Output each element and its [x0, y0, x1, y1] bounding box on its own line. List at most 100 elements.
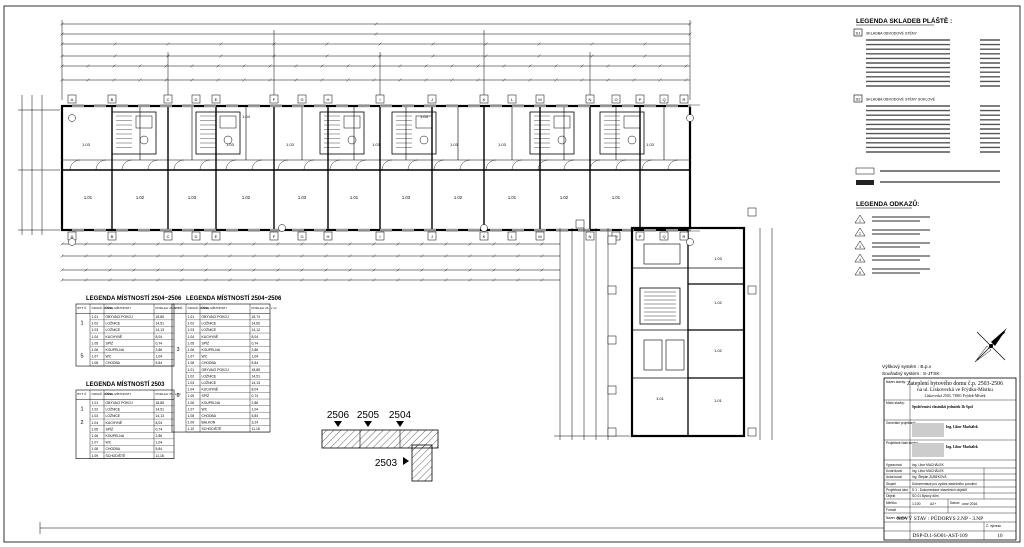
room-label: 1.03: [402, 195, 411, 200]
svg-text:Objekt: Objekt: [886, 494, 895, 498]
svg-text:2505: 2505: [357, 410, 380, 421]
key-plan: 2506 2505 2504 2503: [321, 410, 439, 482]
room-table-2503: LEGENDA MÍSTNOSTÍ 2503 BYT Č.OZNAČ. MÍST…: [75, 380, 181, 459]
table-cell: WC: [106, 441, 112, 445]
svg-text:P: P: [639, 97, 642, 102]
table-cell: KUCHYNĚ: [202, 334, 219, 339]
table-cell: 18,74: [252, 315, 261, 319]
table-cell: SPÍŽ: [106, 426, 114, 431]
axis-marker: [607, 335, 617, 345]
svg-text:Ing. Libor MACHÁLEK: Ing. Libor MACHÁLEK: [912, 469, 945, 473]
svg-text:SKLADBA OBVODOVÉ STĚNY SOKLOVÉ: SKLADBA OBVODOVÉ STĚNY SOKLOVÉ: [866, 97, 936, 102]
svg-text:J: J: [431, 97, 433, 102]
table-cell: 1.06: [92, 348, 99, 352]
table-cell: 8,04: [252, 335, 259, 339]
table-cell: CHODBA: [106, 447, 121, 451]
table-cell: 5,84: [252, 361, 259, 365]
axis-marker: [479, 231, 489, 241]
table-cell: 1,04: [156, 441, 163, 445]
table-cell: 11,18: [252, 427, 260, 431]
svg-text:LEGENDA MÍSTNOSTÍ 2504~2506: LEGENDA MÍSTNOSTÍ 2504~2506: [86, 294, 182, 302]
table-cell: CHODBA: [202, 414, 217, 418]
table-cell: 2,86: [156, 434, 163, 438]
svg-text:Projektová část: Projektová část: [886, 488, 908, 492]
room-table-2504-right: LEGENDA MÍSTNOSTÍ 2504~2506 BYT Č.OZNAČ.…: [171, 294, 282, 433]
axis-marker: [163, 94, 173, 104]
table-cell: 1.02: [92, 322, 99, 326]
svg-text:Ing. Libor MACHÁLEK: Ing. Libor MACHÁLEK: [912, 463, 945, 467]
table-cell: OBÝVACÍ POKOJ: [202, 368, 230, 372]
axis-marker: [747, 285, 757, 295]
table-cell: WC: [202, 407, 208, 411]
axis-marker: [607, 235, 617, 245]
svg-text:C: C: [167, 97, 170, 102]
table-cell: 1.03: [188, 328, 195, 332]
table-cell: 5,84: [156, 447, 163, 451]
table-cell: 14,60: [252, 322, 261, 326]
svg-text:4: 4: [859, 258, 861, 262]
svg-text:Autorizoval: Autorizoval: [886, 475, 902, 479]
table-cell: 1.04: [92, 335, 99, 339]
room-label: 1.04: [420, 114, 429, 119]
svg-text:E: E: [215, 234, 218, 239]
room-label: 1.03: [188, 195, 197, 200]
svg-text:Q: Q: [662, 97, 665, 102]
table-cell: 2,86: [252, 348, 259, 352]
svg-text:A: A: [71, 97, 74, 102]
svg-text:Datum: Datum: [950, 501, 960, 505]
table-cell: 0,74: [156, 341, 163, 345]
svg-text:B: B: [111, 97, 114, 102]
svg-text:M: M: [538, 97, 541, 102]
svg-text:Společenství vlastníků jednote: Společenství vlastníků jednotek 3b Spol: [912, 404, 973, 409]
room-label: 1.02: [454, 195, 463, 200]
table-cell: 1.05: [92, 427, 99, 431]
table-cell: KOUPELNA: [202, 401, 221, 405]
reference-marker: [854, 214, 866, 224]
table-cell: KOUPELNA: [202, 348, 221, 352]
svg-text:F: F: [273, 97, 276, 102]
table-cell: LOŽNICE: [106, 413, 121, 418]
table-cell: 3: [176, 347, 179, 353]
svg-text:D: D: [195, 234, 198, 239]
room-label: 1.03: [450, 142, 459, 147]
axis-marker: [427, 231, 437, 241]
axis-marker: [635, 231, 645, 241]
table-cell: SPÍŽ: [202, 340, 210, 345]
table-cell: LOŽNICE: [202, 321, 217, 326]
svg-text:Název stavby:: Název stavby:: [886, 380, 906, 384]
svg-text:E: E: [215, 97, 218, 102]
svg-text:Lískovecká 2503, 73801 Frýdek-: Lískovecká 2503, 73801 Frýdek-Místek: [925, 394, 986, 399]
room-label: 1.01: [84, 195, 93, 200]
svg-text:S2: S2: [856, 97, 862, 102]
table-cell: SPÍŽ: [106, 340, 114, 345]
axis-marker: [297, 94, 307, 104]
table-cell: LOŽNICE: [202, 327, 217, 332]
svg-text:R: R: [683, 97, 686, 102]
table-header: BYT Č.: [78, 305, 88, 310]
axis-marker: [585, 94, 595, 104]
svg-text:Q: Q: [662, 234, 665, 239]
table-cell: 1.03: [92, 328, 99, 332]
svg-text:O: O: [614, 97, 617, 102]
table-cell: 5,84: [252, 414, 259, 418]
axis-marker: [575, 219, 585, 229]
table-cell: CHODBA: [106, 361, 121, 365]
table-cell: 18,85: [252, 368, 261, 372]
table-cell: 8,04: [156, 335, 163, 339]
room-label: 1.03: [372, 142, 381, 147]
axis-marker: [107, 231, 117, 241]
table-cell: 1.02: [188, 322, 195, 326]
room-label: 1.01: [508, 195, 517, 200]
svg-text:G: G: [300, 234, 303, 239]
svg-text:L: L: [511, 234, 514, 239]
table-cell: 14,51: [252, 374, 261, 378]
table-cell: 1.05: [92, 341, 99, 345]
table-header: BYT Č.: [174, 305, 184, 310]
main-building-plan: [60, 104, 700, 232]
table-cell: 1.08: [188, 361, 195, 365]
table-cell: 2,86: [252, 401, 259, 405]
svg-text:A2+: A2+: [930, 502, 936, 506]
table-cell: 1,04: [252, 355, 259, 359]
axis-marker: [535, 94, 545, 104]
